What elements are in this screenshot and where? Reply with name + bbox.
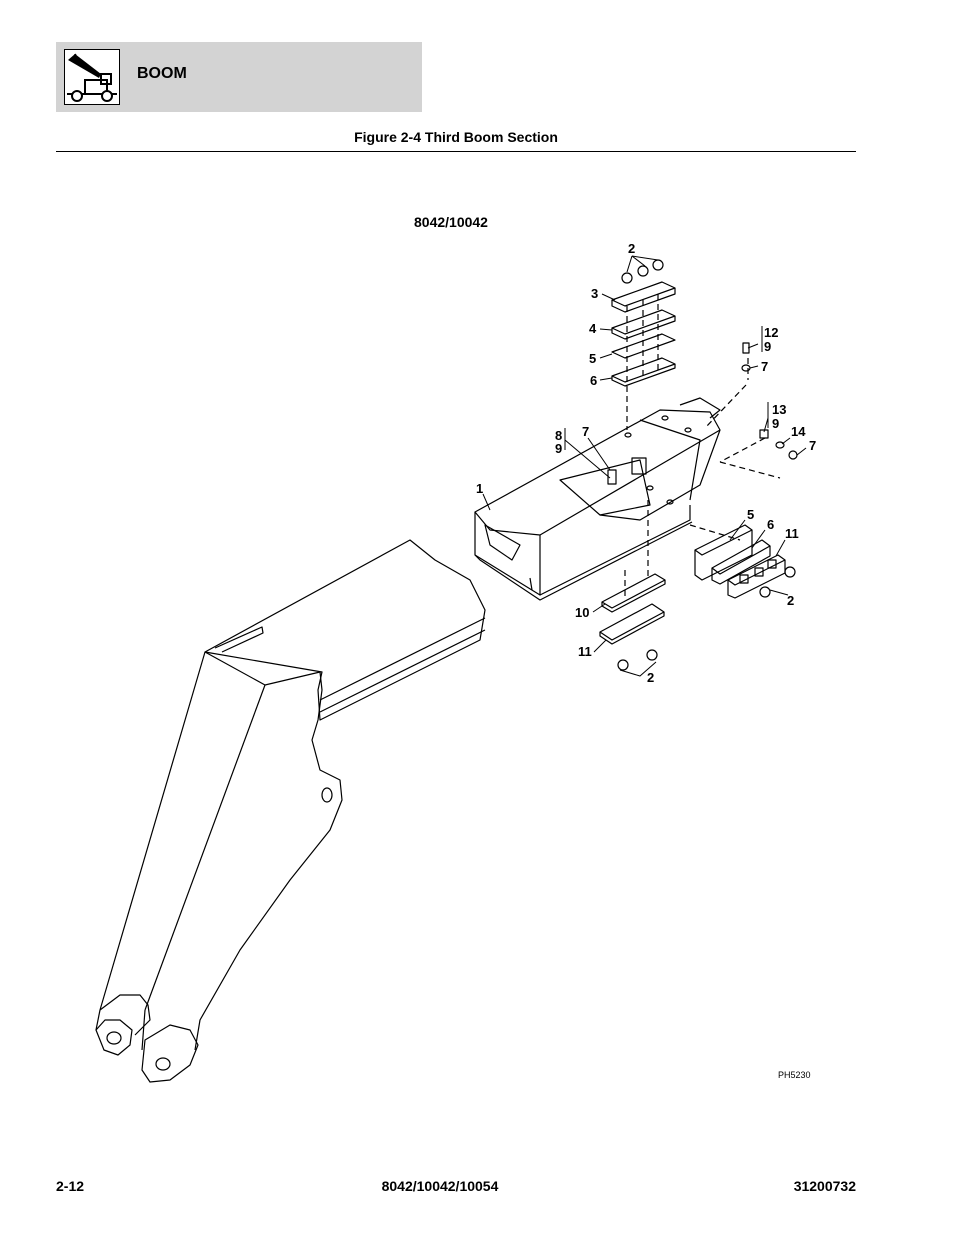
drawing-code: PH5230 bbox=[778, 1070, 811, 1080]
header-divider bbox=[56, 151, 856, 152]
callout-5-right: 5 bbox=[747, 507, 754, 522]
callout-2-right: 2 bbox=[787, 593, 794, 608]
callout-3: 3 bbox=[591, 286, 598, 301]
callout-11-right: 11 bbox=[785, 526, 799, 541]
section-title: BOOM bbox=[137, 65, 187, 82]
callout-14: 14 bbox=[791, 424, 806, 439]
model-label: 8042/10042 bbox=[414, 214, 488, 230]
callout-10: 10 bbox=[575, 605, 589, 620]
callout-12: 12 bbox=[764, 325, 778, 340]
callout-7-c: 7 bbox=[582, 424, 589, 439]
top-wear-pads bbox=[611, 259, 676, 387]
footer-models: 8042/10042/10054 bbox=[381, 1178, 499, 1194]
callout-6-right: 6 bbox=[767, 517, 774, 532]
callout-2-bottom: 2 bbox=[647, 670, 654, 685]
boom-arm bbox=[95, 539, 486, 1083]
side-wear-pads bbox=[694, 524, 786, 599]
telehandler-boom-icon bbox=[64, 49, 120, 105]
figure-caption: Figure 2-4 Third Boom Section bbox=[354, 129, 558, 145]
callout-13: 13 bbox=[772, 402, 786, 417]
callout-7-a: 7 bbox=[761, 359, 768, 374]
callout-2-top: 2 bbox=[628, 241, 635, 256]
callout-9-b: 9 bbox=[772, 416, 779, 431]
page-number: 2-12 bbox=[56, 1178, 85, 1194]
callout-8: 8 bbox=[555, 428, 562, 443]
callout-1: 1 bbox=[476, 481, 483, 496]
callout-5-left: 5 bbox=[589, 351, 596, 366]
callout-9-a: 9 bbox=[764, 339, 771, 354]
callout-9-c: 9 bbox=[555, 441, 562, 456]
boom-head bbox=[474, 397, 721, 601]
callout-4: 4 bbox=[589, 321, 597, 336]
manual-number: 31200732 bbox=[793, 1178, 856, 1194]
hardware-bolts bbox=[607, 342, 798, 598]
callout-6-left: 6 bbox=[590, 373, 597, 388]
bottom-wear-pads bbox=[599, 573, 666, 671]
callout-7-b: 7 bbox=[809, 438, 816, 453]
callout-11-bottom: 11 bbox=[578, 644, 592, 659]
